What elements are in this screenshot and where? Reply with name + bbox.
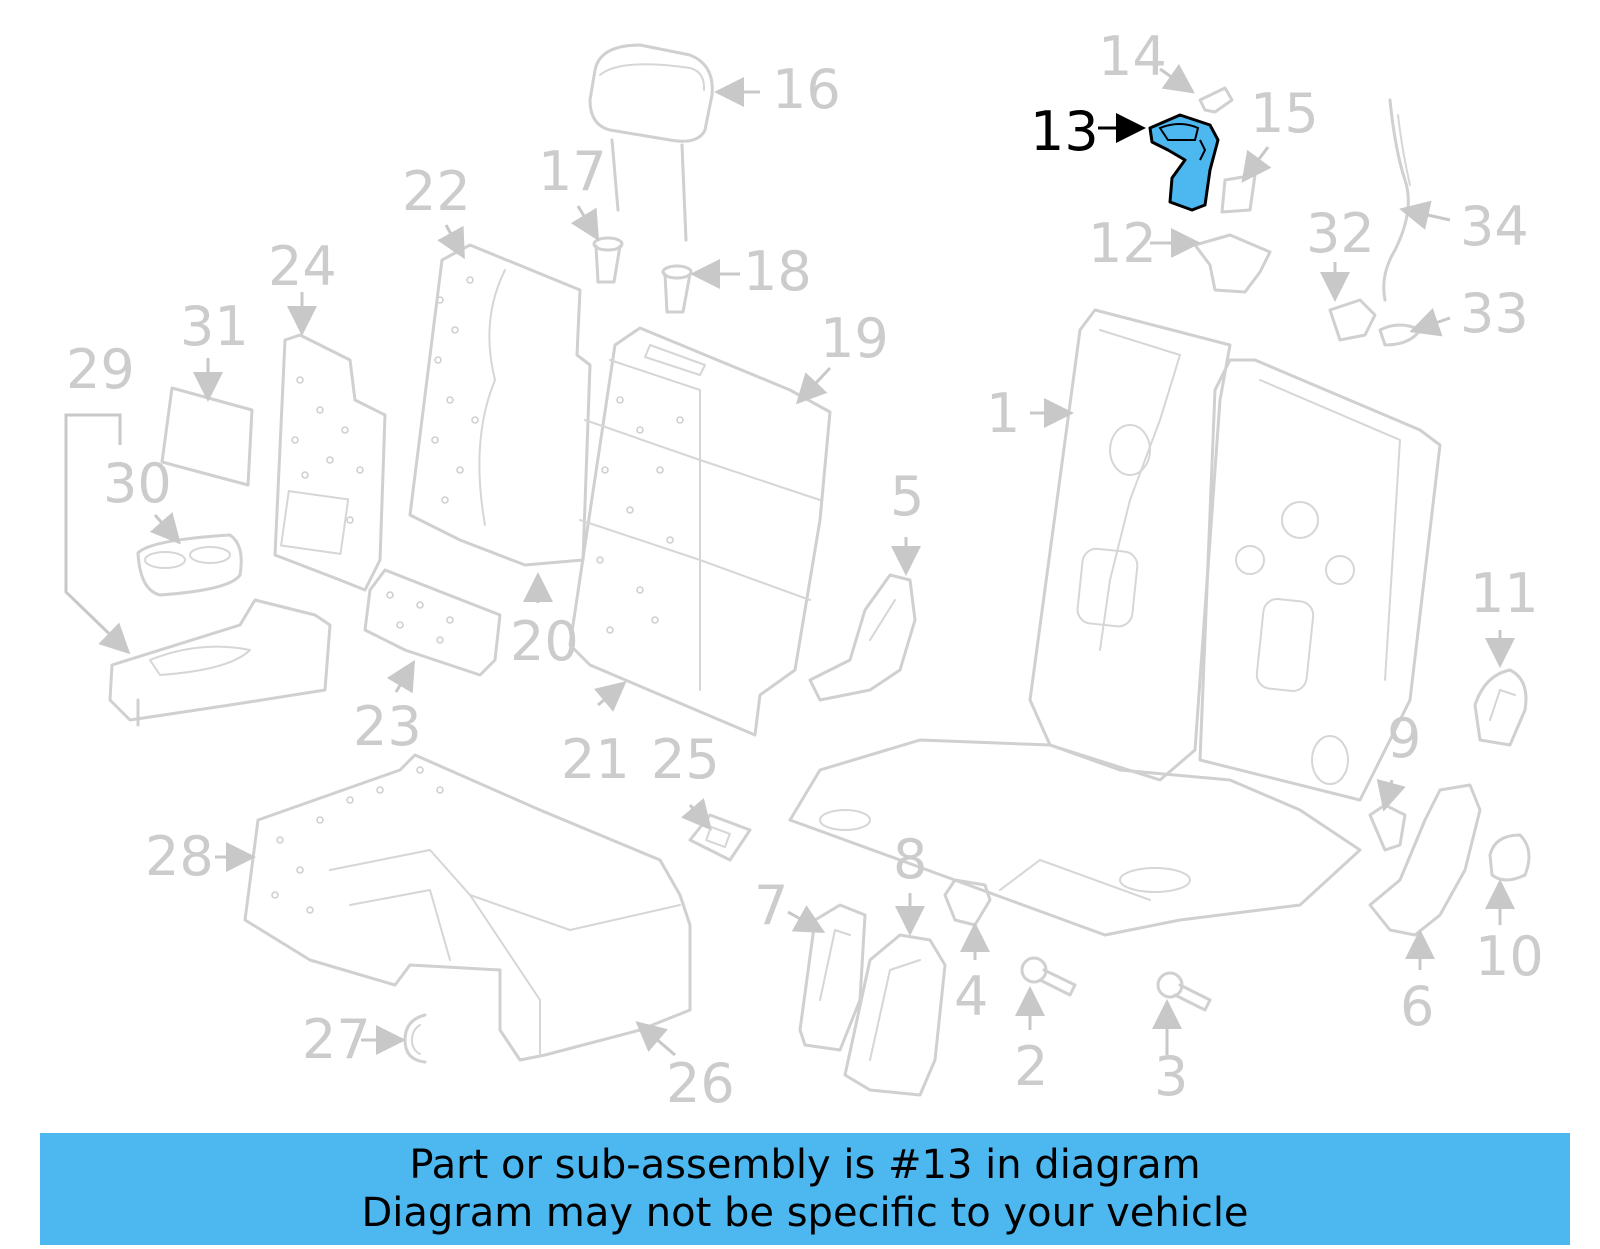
part-1-frame — [788, 308, 1442, 937]
callout-15: 15 — [1250, 82, 1319, 145]
part-8-cover — [843, 933, 947, 1097]
callout-34: 34 — [1460, 195, 1529, 258]
banner-line-2: Diagram may not be specific to your vehi… — [361, 1190, 1249, 1236]
callout-32: 32 — [1306, 202, 1375, 265]
part-22-pad — [408, 243, 592, 567]
part-31-cover — [160, 386, 254, 487]
part-5-cover — [808, 573, 917, 702]
callout-4: 4 — [954, 965, 988, 1028]
part-18-guide — [661, 264, 693, 314]
part-25-bracket — [688, 813, 752, 862]
part-10-cap — [1488, 833, 1531, 882]
part-34-cable — [1382, 98, 1411, 302]
callout-18: 18 — [743, 240, 812, 303]
callout-19: 19 — [820, 307, 889, 370]
callout-12: 12 — [1088, 212, 1157, 275]
leaders — [64, 63, 1515, 1057]
part-2-bolt — [1020, 956, 1077, 997]
callout-10: 10 — [1475, 925, 1544, 988]
part-27-clip — [403, 1013, 427, 1064]
callout-29: 29 — [66, 338, 135, 401]
part-4-clip — [943, 878, 992, 927]
callout-33: 33 — [1460, 282, 1529, 345]
callout-26: 26 — [666, 1052, 735, 1115]
callout-30: 30 — [103, 452, 172, 515]
callout-9: 9 — [1387, 707, 1421, 770]
callout-25: 25 — [651, 728, 720, 791]
info-banner: Part or sub-assembly is #13 in diagram D… — [40, 1133, 1570, 1245]
part-13-highlighted — [1148, 113, 1220, 212]
callout-20: 20 — [510, 610, 579, 673]
part-3-bolt — [1156, 971, 1212, 1012]
callout-3: 3 — [1154, 1045, 1188, 1108]
part-14-cap — [1198, 86, 1234, 114]
part-33-cover — [1378, 323, 1422, 347]
callout-6: 6 — [1400, 975, 1434, 1038]
callout-28: 28 — [145, 825, 214, 888]
part-11-cover — [1473, 668, 1528, 747]
callout-14: 14 — [1098, 25, 1167, 88]
part-9-clip — [1368, 803, 1407, 852]
callout-11: 11 — [1470, 562, 1539, 625]
part-19-seatback — [568, 326, 832, 737]
callout-31: 31 — [180, 295, 249, 358]
part-17-guide — [592, 236, 624, 284]
callout-7: 7 — [754, 874, 788, 937]
callout-23: 23 — [353, 695, 422, 758]
callout-16: 16 — [772, 58, 841, 121]
part-15-clip — [1220, 173, 1257, 214]
callout-5: 5 — [890, 465, 924, 528]
parts-diagram: 16 17 18 22 19 24 31 29 30 20 23 21 25 2… — [64, 25, 1544, 1115]
callout-17: 17 — [538, 140, 607, 203]
part-24-panel — [273, 333, 387, 592]
callout-27: 27 — [302, 1008, 371, 1071]
part-23-trim — [363, 568, 502, 677]
callout-labels: 16 17 18 22 19 24 31 29 30 20 23 21 25 2… — [66, 25, 1544, 1115]
part-30-cupholder — [136, 533, 243, 597]
callout-2: 2 — [1014, 1035, 1048, 1098]
part-32-latch — [1328, 298, 1377, 342]
part-6-cover — [1368, 783, 1482, 937]
part-16-headrest — [588, 43, 714, 242]
part-29-armrest — [108, 598, 332, 727]
part-12-bracket — [1193, 233, 1272, 294]
callout-21: 21 — [561, 728, 630, 791]
callout-13: 13 — [1030, 100, 1099, 163]
callout-22: 22 — [402, 160, 471, 223]
callout-1: 1 — [986, 382, 1020, 445]
banner-line-1: Part or sub-assembly is #13 in diagram — [409, 1142, 1201, 1188]
part-26-seat-cushion — [243, 753, 692, 1062]
callout-8: 8 — [893, 828, 927, 891]
callout-24: 24 — [268, 235, 337, 298]
